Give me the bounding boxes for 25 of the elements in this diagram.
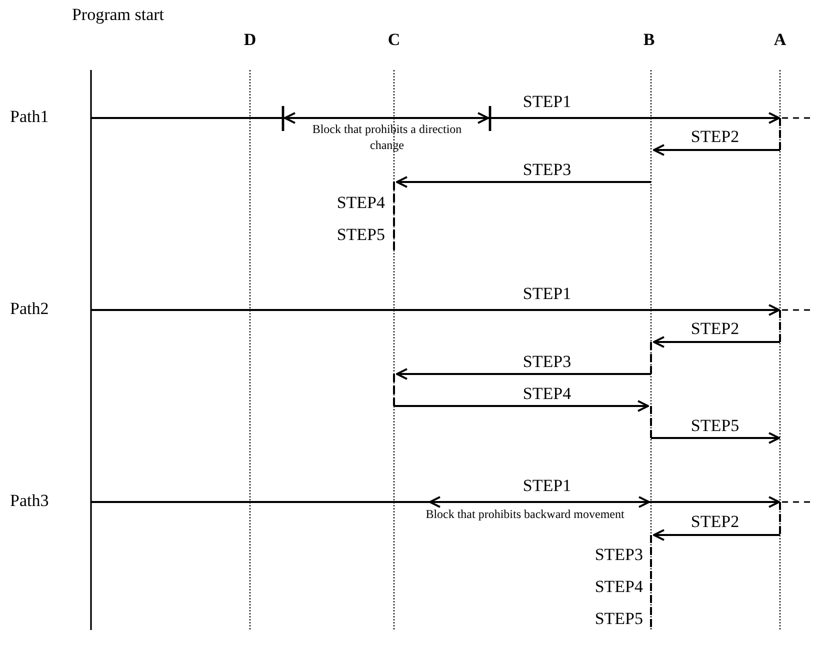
- position-label: C: [386, 30, 402, 50]
- step-label: STEP3: [594, 545, 643, 565]
- step-label: STEP3: [522, 352, 572, 372]
- path-label: Path3: [10, 491, 50, 511]
- position-label: B: [642, 30, 656, 50]
- step-label: STEP2: [690, 127, 740, 147]
- step-label: STEP1: [522, 476, 572, 496]
- step-label: STEP5: [594, 609, 643, 629]
- path-label: Path1: [10, 107, 50, 127]
- position-label: A: [772, 30, 788, 50]
- step-label: STEP5: [336, 225, 385, 245]
- step-label: STEP1: [522, 92, 572, 112]
- step-label: STEP3: [522, 160, 572, 180]
- step-label: STEP5: [690, 416, 740, 436]
- annotation: Block that prohibits a direction change: [311, 121, 463, 153]
- step-label: STEP1: [522, 284, 572, 304]
- step-label: STEP2: [690, 319, 740, 339]
- step-label: STEP4: [522, 384, 572, 404]
- position-label: D: [242, 30, 258, 50]
- step-label: STEP2: [690, 512, 740, 532]
- axis-label: Program start: [70, 5, 166, 25]
- step-label: STEP4: [336, 193, 385, 213]
- step-label: STEP4: [594, 577, 643, 597]
- annotation: Block that prohibits backward movement: [424, 506, 626, 522]
- path-label: Path2: [10, 299, 50, 319]
